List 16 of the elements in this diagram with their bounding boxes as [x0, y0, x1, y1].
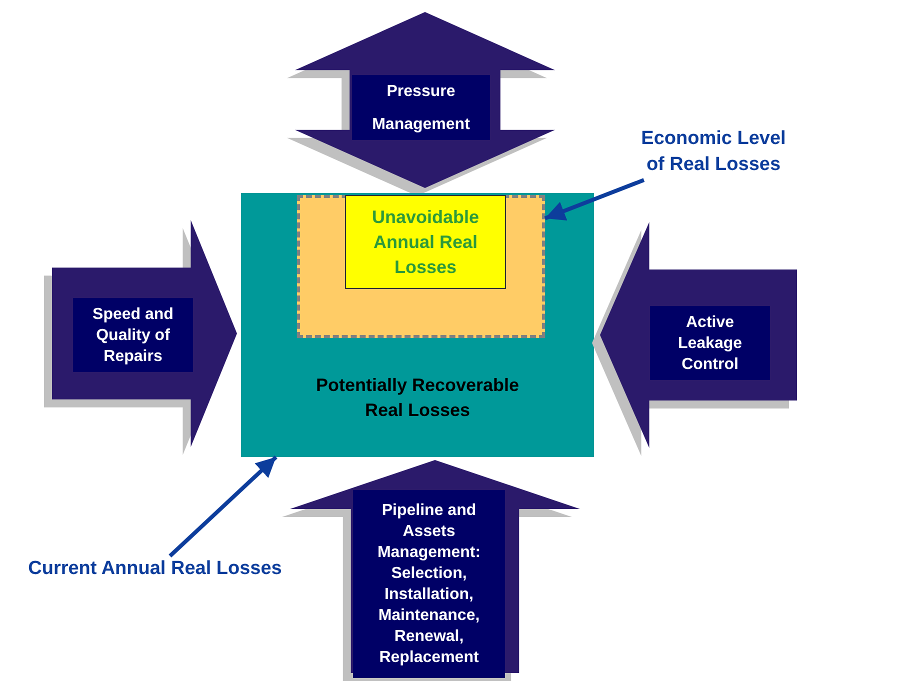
area-label: Potentially Recoverable Real Losses: [314, 374, 520, 422]
loss-area: [241, 193, 594, 457]
block-arrow: [592, 222, 797, 456]
callout-text: Economic Level of Real Losses: [636, 126, 791, 180]
dashed-boundary-box: [297, 195, 545, 338]
block-arrow: [282, 460, 580, 681]
callout-text: Current Annual Real Losses: [10, 556, 300, 584]
arrow: [544, 178, 645, 220]
arrow-label: Speed and Quality of Repairs: [73, 298, 193, 372]
loss-box: Unavoidable Annual Real Losses: [345, 195, 506, 289]
double-headed-block-arrow: [287, 12, 555, 196]
block-arrow: [44, 220, 237, 455]
arrow: [168, 456, 278, 558]
arrow-label: Pipeline and Assets Management: Selection, Installation, Maintenance, Renewal, Replacement: [353, 490, 505, 678]
arrow-label: Active Leakage Control: [650, 306, 770, 380]
arrow-label: Pressure Management: [352, 75, 490, 140]
